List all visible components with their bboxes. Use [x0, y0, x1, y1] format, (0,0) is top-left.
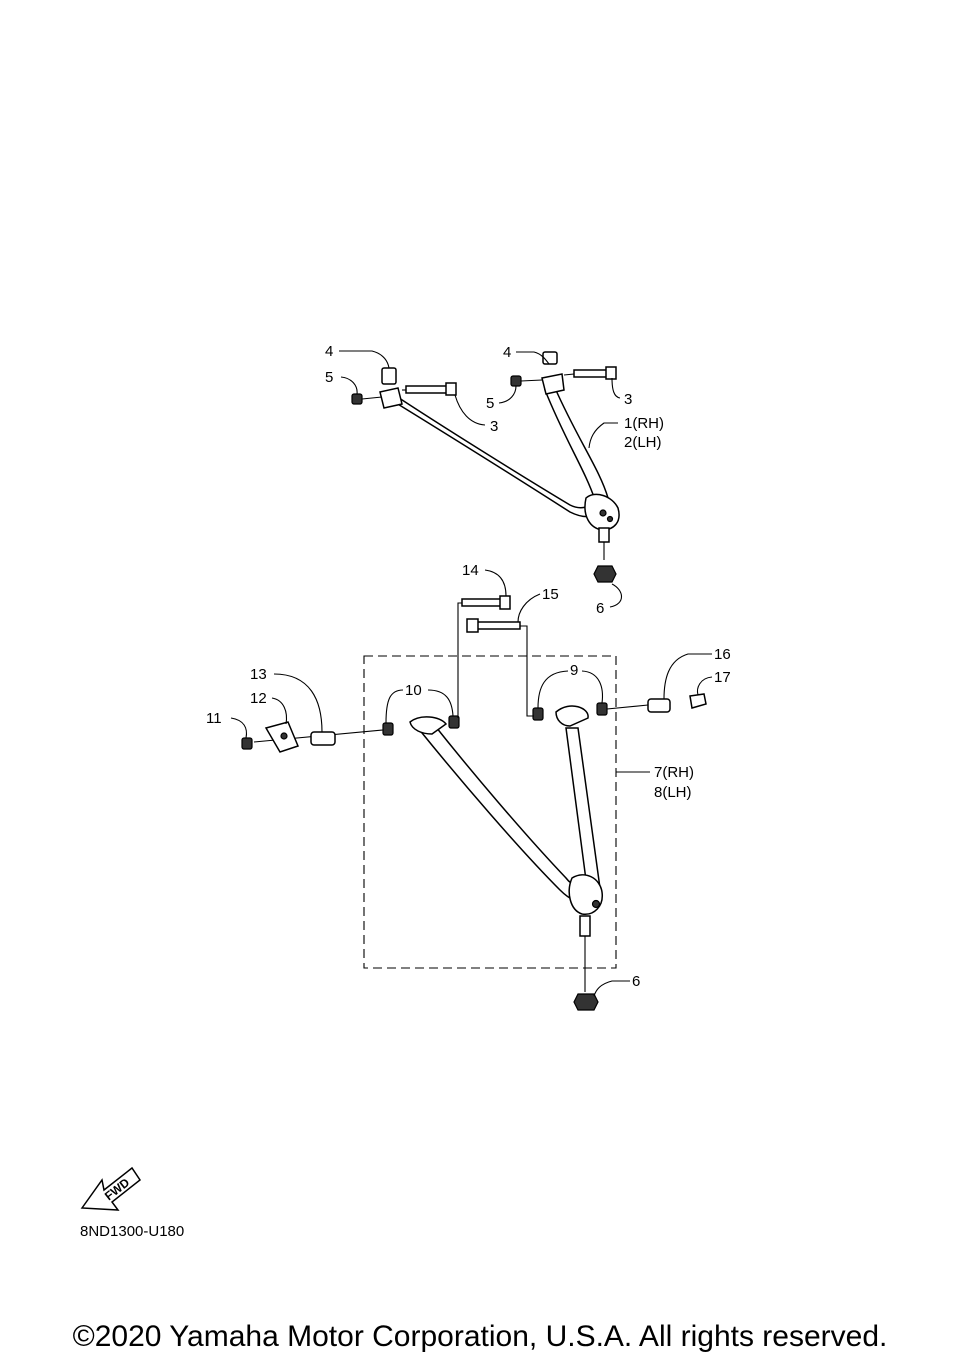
- label-4-right: 4: [503, 344, 511, 361]
- label-15: 15: [542, 586, 559, 603]
- label-5-left: 5: [325, 369, 333, 386]
- label-2-lh: 2(LH): [624, 434, 662, 451]
- label-3-left: 3: [490, 418, 498, 435]
- fwd-arrow-icon: FWD: [80, 1166, 142, 1211]
- label-11: 11: [206, 710, 222, 727]
- bolt-15: [466, 618, 521, 633]
- label-8-lh: 8(LH): [654, 784, 692, 801]
- label-13: 13: [250, 666, 267, 683]
- lower-arm: [409, 705, 603, 992]
- label-9: 9: [570, 662, 578, 679]
- label-6-upper: 6: [596, 600, 604, 617]
- nut-5-right: [510, 375, 522, 387]
- label-17: 17: [714, 669, 731, 686]
- assembly-boundary: [363, 655, 617, 969]
- nut-5-left: [351, 393, 363, 405]
- label-16: 16: [714, 646, 731, 663]
- label-7-rh: 7(RH): [654, 764, 694, 781]
- collar-16: [647, 698, 671, 713]
- bushing-10-left: [382, 722, 394, 736]
- label-4-left: 4: [325, 343, 333, 360]
- bolt-14: [461, 595, 511, 610]
- nut-6-upper: [593, 565, 617, 583]
- bushing-9-right: [596, 702, 608, 716]
- collar-13: [310, 731, 336, 746]
- label-12: 12: [250, 690, 267, 707]
- nut-6-lower: [573, 993, 599, 1011]
- upper-arm: [379, 373, 620, 560]
- label-6-lower: 6: [632, 973, 640, 990]
- bolt-3-right: [563, 366, 617, 380]
- label-5-right: 5: [486, 395, 494, 412]
- label-14: 14: [462, 562, 479, 579]
- label-1-rh: 1(RH): [624, 415, 664, 432]
- diagram-code: 8ND1300-U180: [80, 1223, 184, 1240]
- plate-17: [689, 693, 707, 709]
- label-10: 10: [405, 682, 422, 699]
- copyright-notice: ©2020 Yamaha Motor Corporation, U.S.A. A…: [72, 1320, 888, 1353]
- nut-11: [241, 737, 253, 750]
- bushing-9-left: [532, 707, 544, 721]
- bushing-4-left: [381, 367, 397, 385]
- bushing-10-right: [448, 715, 460, 729]
- label-3-right: 3: [624, 391, 632, 408]
- bushing-4-right: [542, 351, 558, 365]
- bolt-3-left: [402, 382, 457, 396]
